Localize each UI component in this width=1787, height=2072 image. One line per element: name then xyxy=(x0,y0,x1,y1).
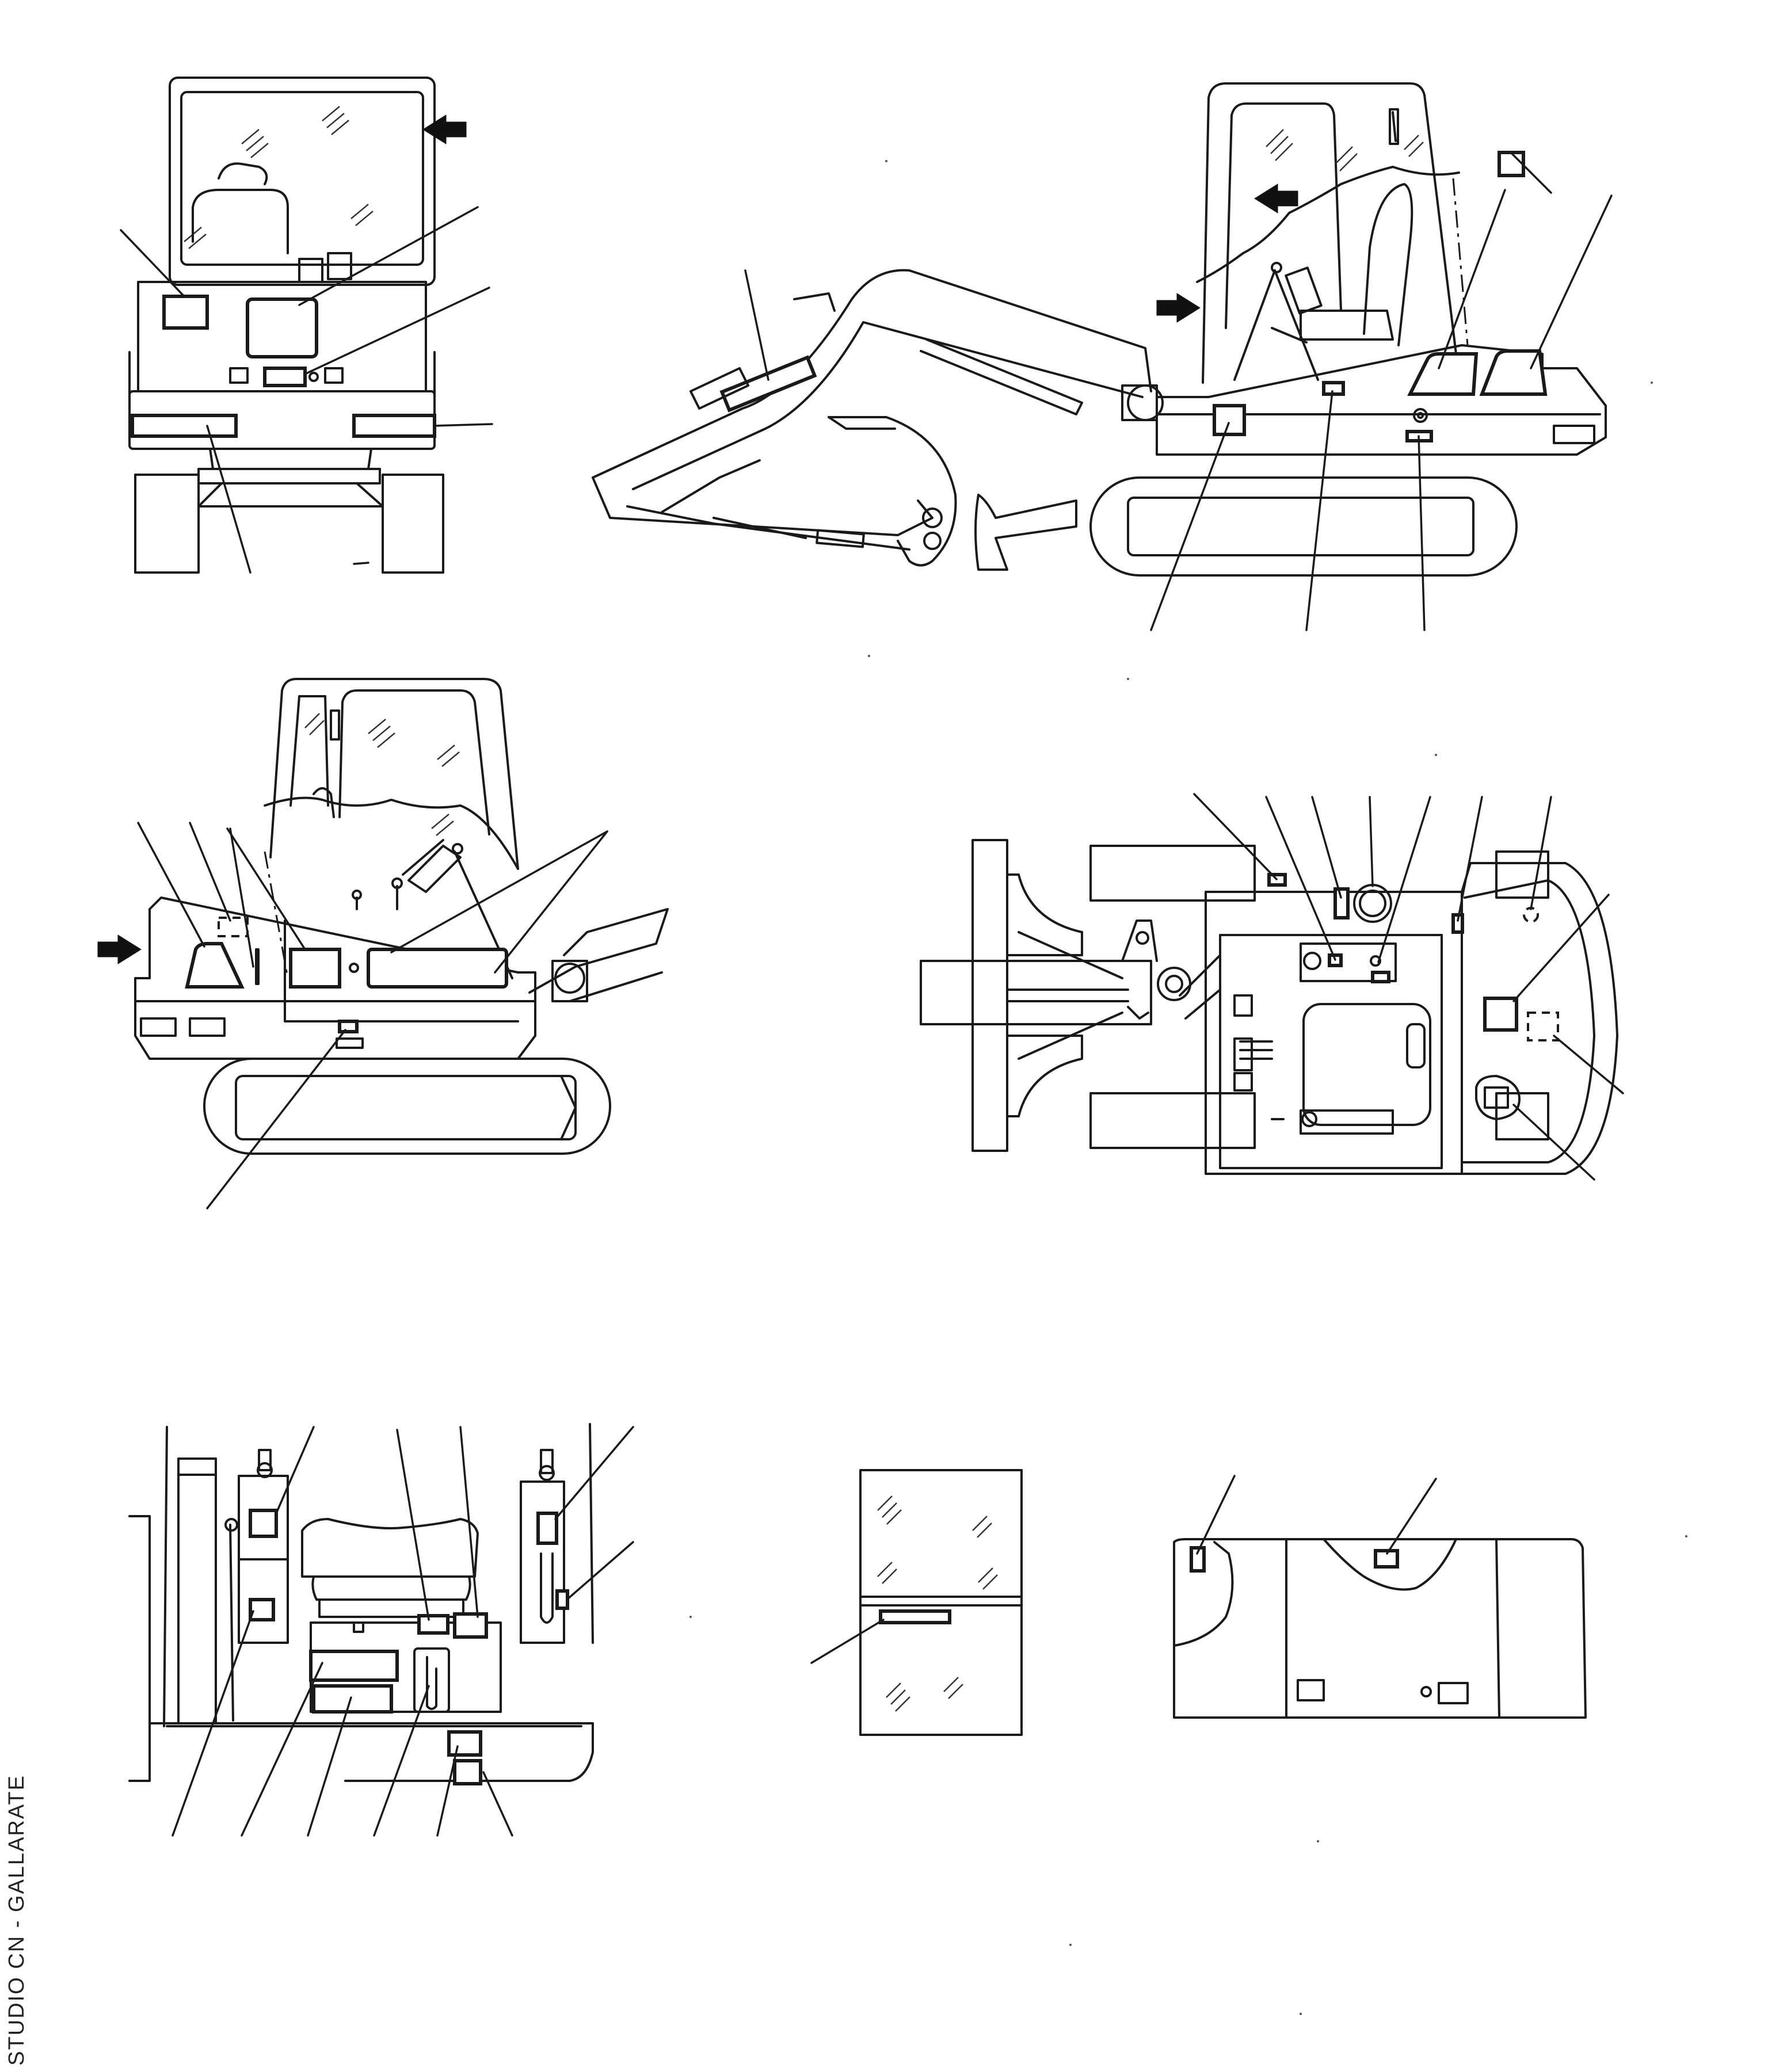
top-view xyxy=(920,793,1624,1181)
right-side-view xyxy=(592,82,1613,631)
scan-specks xyxy=(689,160,1687,2015)
cab-interior-view xyxy=(128,1423,634,1837)
front-view xyxy=(120,77,493,574)
left-side-view xyxy=(97,678,669,1209)
engine-hood-view xyxy=(1173,1475,1587,1719)
margin-text: STUDIO CN - GALLARATE xyxy=(5,1775,29,2066)
cab-door-view xyxy=(810,1469,1023,1736)
